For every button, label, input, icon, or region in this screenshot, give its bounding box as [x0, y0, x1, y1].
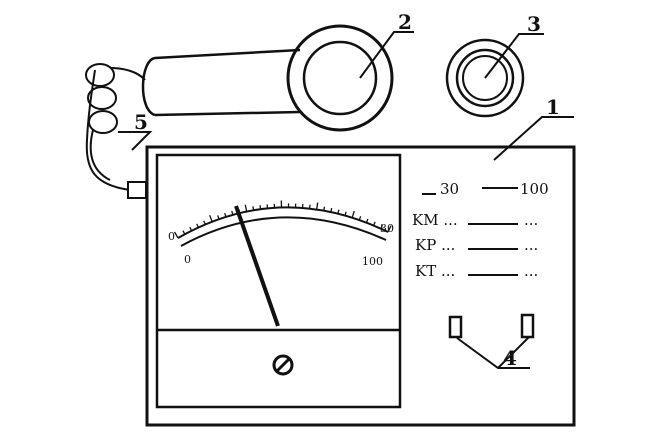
- scale-tick: [344, 211, 347, 216]
- scale-tick: [380, 224, 384, 229]
- scale-tick: [189, 226, 193, 232]
- scale-tick: [373, 221, 376, 226]
- scale-label-lower-left: 0: [184, 253, 191, 266]
- scale-tick: [182, 230, 186, 235]
- cable: [85, 63, 147, 199]
- cable-connector: [127, 181, 147, 199]
- callout-3: 3: [527, 12, 541, 36]
- scale-tick: [351, 210, 355, 218]
- scale-tick: [316, 202, 319, 210]
- scale-tick: [173, 231, 179, 239]
- scale-tick: [252, 206, 255, 211]
- scale-tick: [358, 216, 362, 221]
- jack-right: [520, 313, 535, 339]
- instrument-body: [145, 145, 576, 427]
- scale-tick: [217, 215, 220, 220]
- scale-tick: [259, 205, 262, 210]
- row-km-label: KM ...: [412, 211, 458, 229]
- scale-arc-inner: [180, 216, 387, 247]
- meter-window: 0 30 0 100: [155, 153, 402, 409]
- scale-tick: [196, 223, 200, 228]
- row-kt-dots: ...: [524, 262, 538, 280]
- scale-tick: [330, 208, 333, 213]
- jacks: [448, 313, 535, 339]
- row-km-dots: ...: [524, 211, 538, 229]
- scale-tick: [203, 220, 206, 225]
- row-kp-label: KP ...: [415, 236, 455, 254]
- jack-left: [448, 315, 463, 339]
- scale-tick: [387, 225, 392, 233]
- scale-tick: [209, 214, 213, 222]
- range-100-label: 100: [520, 180, 549, 198]
- panel-markings: 30 100 KM ... ... KP ... ... KT ... ...: [412, 180, 549, 280]
- probe-cap: [445, 38, 525, 118]
- scale-ticks: [173, 200, 392, 239]
- scale-label-upper-right: 30: [380, 222, 394, 235]
- callout-2: 2: [398, 10, 412, 34]
- row-kt-label: KT ...: [415, 262, 455, 280]
- zero-adjust-screw: [272, 354, 294, 376]
- scale-tick: [244, 204, 248, 212]
- callout-1: 1: [546, 95, 560, 119]
- row-kp-dots: ...: [524, 236, 538, 254]
- callout-5: 5: [134, 110, 148, 134]
- leader-lines: [118, 31, 574, 369]
- meter-needle: [234, 205, 280, 327]
- probe: [141, 24, 394, 132]
- scale-tick: [323, 206, 326, 211]
- callout-4: 4: [503, 346, 517, 370]
- scale-tick: [224, 212, 227, 218]
- range-30-label: 30: [440, 180, 459, 198]
- scale-tick: [231, 210, 234, 216]
- scale-tick: [337, 209, 340, 214]
- scale-tick: [365, 218, 369, 223]
- scale-label-lower-right: 100: [362, 255, 383, 268]
- scale-label-upper-left: 0: [168, 230, 175, 243]
